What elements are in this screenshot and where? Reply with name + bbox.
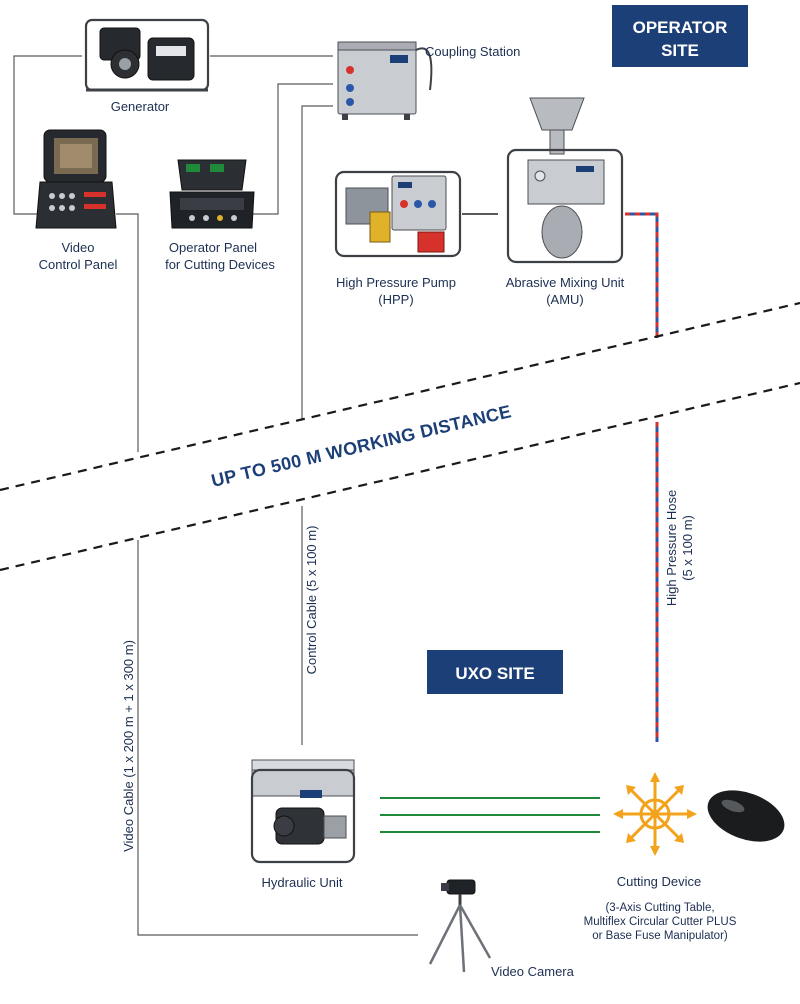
abrasive-mixing-unit-icon [506,97,624,264]
hpp-label-line1: High Pressure Pump [336,275,456,290]
control-cable-line [301,105,333,420]
cutting-device-detail-line1: (3-Axis Cutting Table, [605,902,714,914]
cutting-device-label: Cutting Device [617,874,702,889]
operator-site-badge: OPERATOR SITE [612,5,748,67]
operator-site-line2: SITE [661,41,699,60]
coupling-station-label: Coupling Station [425,44,520,59]
high-pressure-hose-label-line1: High Pressure Hose [664,490,679,606]
generator-to-video-panel-line [13,55,82,215]
cutting-device-detail-line3: or Base Fuse Manipulator) [592,930,728,942]
generator-label: Generator [111,99,170,114]
uxo-ordnance-icon [707,790,785,842]
uxo-site-badge: UXO SITE [427,650,563,694]
hpp-label-line2: (HPP) [378,292,413,307]
cutting-device-detail-line2: Multiflex Circular Cutter PLUS [584,916,737,928]
upper-boundary-line [0,301,800,492]
high-pressure-hose-label-line2: (5 x 100 m) [680,515,695,581]
operator-panel-to-coupling-line [250,83,333,215]
video-cable-line-lower [137,540,418,936]
coupling-station-icon [337,41,433,120]
cutting-device-icon [613,772,697,856]
video-cable-line [116,213,139,452]
video-control-panel-label-line2: Control Panel [39,257,118,272]
amu-label-line1: Abrasive Mixing Unit [506,275,625,290]
operator-panel-label-line2: for Cutting Devices [165,257,275,272]
hydraulic-unit-label: Hydraulic Unit [262,875,343,890]
video-camera-icon [428,879,492,973]
operator-site-line1: OPERATOR [633,18,728,37]
connection-lines [13,55,659,936]
video-control-panel-label-line1: Video [61,240,94,255]
control-cable-label: Control Cable (5 x 100 m) [304,526,319,675]
operator-panel-label-line1: Operator Panel [169,240,257,255]
high-pressure-pump-icon [334,170,462,258]
working-distance-label: UP TO 500 M WORKING DISTANCE [209,401,513,491]
video-cable-label: Video Cable (1 x 200 m + 1 x 300 m) [121,640,136,852]
video-camera-label: Video Camera [491,964,575,979]
working-distance-boundaries [0,301,800,572]
lower-boundary-line [0,381,800,572]
high-pressure-hose-line [625,212,659,742]
uxo-site-label: UXO SITE [455,664,534,683]
generator-icon [84,18,210,92]
video-control-panel-icon [35,129,117,229]
amu-label-line2: (AMU) [546,292,584,307]
hydraulic-lines [380,797,600,833]
operator-panel-icon [169,159,255,229]
hydraulic-unit-icon [250,759,356,864]
